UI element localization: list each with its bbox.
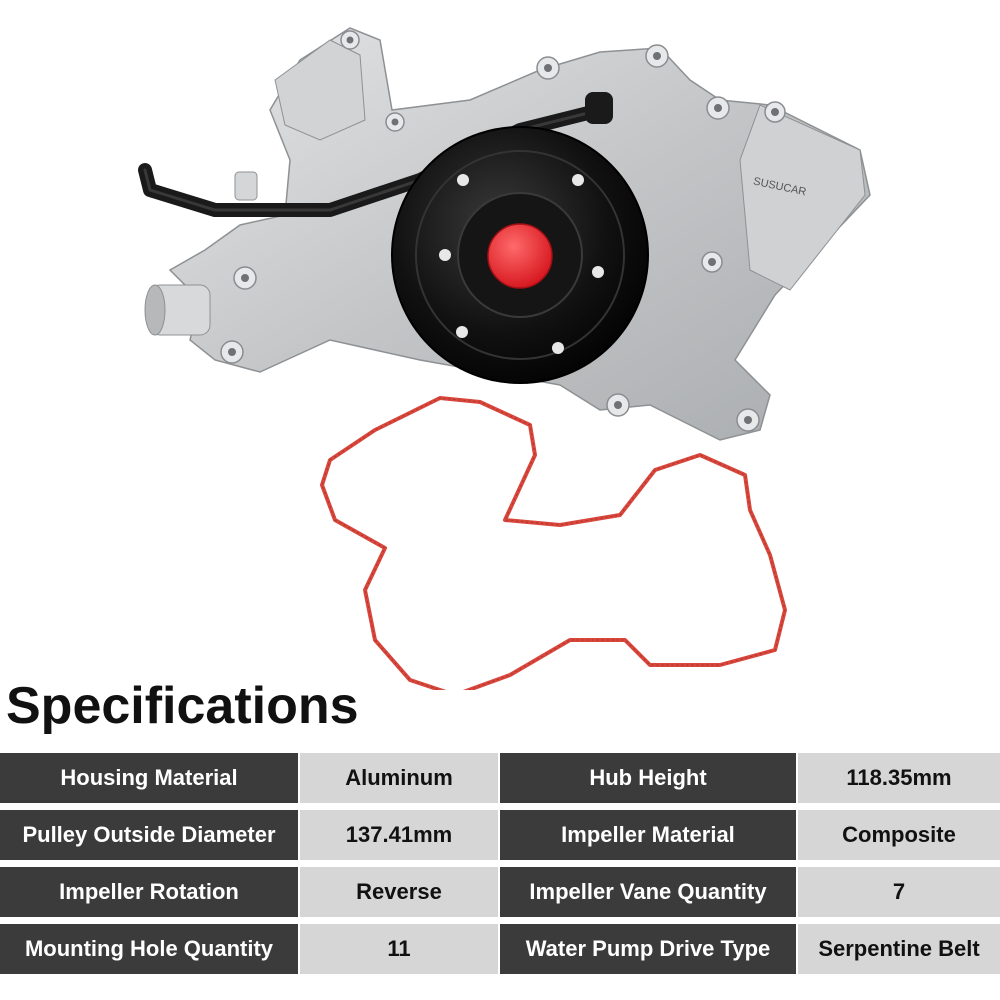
spec-row: Mounting Hole Quantity 11 Water Pump Dri… [0,924,1000,974]
spec-value-mounting-hole-quantity: 11 [300,924,498,974]
spec-value-hub-height: 118.35mm [798,753,1000,803]
spec-label-impeller-vane-quantity: Impeller Vane Quantity [500,867,796,917]
spec-label-impeller-rotation: Impeller Rotation [0,867,298,917]
water-pump-product-image: SUSUCAR [138,27,871,690]
spec-label-pulley-outside-diameter: Pulley Outside Diameter [0,810,298,860]
spec-value-housing-material: Aluminum [300,753,498,803]
spec-label-housing-material: Housing Material [0,753,298,803]
spec-row: Housing Material Aluminum Hub Height 118… [0,753,1000,803]
spec-label-impeller-material: Impeller Material [500,810,796,860]
spec-label-mounting-hole-quantity: Mounting Hole Quantity [0,924,298,974]
spec-value-water-pump-drive-type: Serpentine Belt [798,924,1000,974]
spec-row: Pulley Outside Diameter 137.41mm Impelle… [0,810,1000,860]
spec-value-impeller-vane-quantity: 7 [798,867,1000,917]
spec-value-impeller-rotation: Reverse [300,867,498,917]
gasket [320,396,787,690]
spec-row: Impeller Rotation Reverse Impeller Vane … [0,867,1000,917]
spec-value-impeller-material: Composite [798,810,1000,860]
spec-label-hub-height: Hub Height [500,753,796,803]
spec-value-pulley-outside-diameter: 137.41mm [300,810,498,860]
spec-label-water-pump-drive-type: Water Pump Drive Type [500,924,796,974]
pulley-cap [487,223,553,289]
specifications-title: Specifications [6,677,359,735]
pulley [391,126,649,384]
